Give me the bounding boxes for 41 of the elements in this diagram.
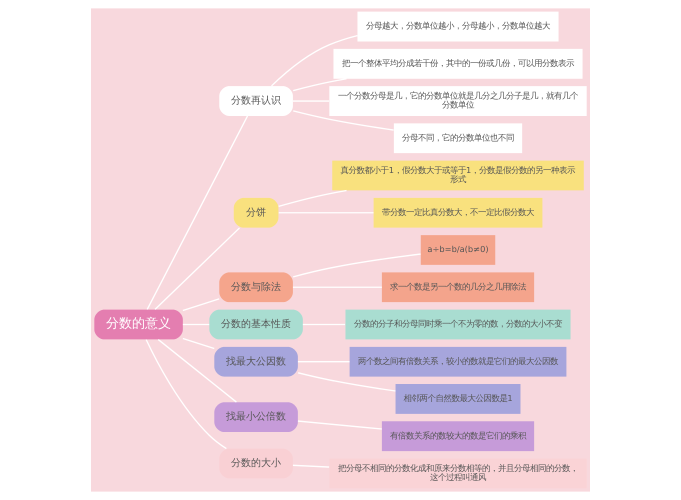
connector bbox=[298, 372, 396, 392]
connector bbox=[182, 338, 214, 350]
connector bbox=[292, 464, 330, 468]
node-box: 带分数一定比真分数大，不一定比假分数大 bbox=[374, 198, 542, 228]
connector bbox=[302, 324, 346, 326]
connector bbox=[278, 190, 347, 207]
node-box: 一个分数分母是几，它的分数单位就是几分之几分子是几，就有几个分数单位 bbox=[329, 86, 587, 116]
connector bbox=[298, 420, 382, 430]
node-box: 找最小公倍数 bbox=[214, 402, 298, 432]
node-box: 分数的基本性质 bbox=[209, 310, 303, 340]
connector bbox=[293, 110, 394, 131]
node-box: 分母不同，它的分数单位也不同 bbox=[394, 123, 522, 154]
connector bbox=[271, 34, 358, 86]
node-box: 分饼 bbox=[234, 198, 278, 228]
connector bbox=[158, 339, 237, 403]
node-box: 分数的分子和分母同时乘一个不为零的数，分数的大小不变 bbox=[345, 310, 571, 340]
node-box: 相邻两个自然数最大公因数是1 bbox=[396, 384, 520, 414]
connector bbox=[298, 361, 350, 362]
connector bbox=[292, 100, 330, 102]
node-box: a÷b=b/a(b≠0) bbox=[420, 235, 496, 265]
node-box: 分数与除法 bbox=[219, 272, 293, 302]
connector bbox=[154, 227, 240, 310]
node-box: 真分数都小于1，假分数大于或等于1，分数是假分数的另一种表示形式 bbox=[332, 160, 584, 190]
node-box: 分母越大，分数单位越小，分母越小，分数单位越大 bbox=[357, 12, 559, 42]
node-box: 找最大公因数 bbox=[214, 346, 298, 377]
node-box: 求一个数是另一个数的几分之几用除法 bbox=[382, 272, 534, 302]
node-box: 分数再认识 bbox=[219, 86, 293, 116]
connector bbox=[182, 324, 210, 326]
node-box: 把分母不相同的分数化成和原来分数相等的，并且分母相同的分数，这个过程叫通风 bbox=[329, 458, 587, 488]
connector bbox=[182, 298, 220, 312]
connector bbox=[146, 339, 227, 450]
node-box: 有倍数关系的数较大的数是它们的乘积 bbox=[382, 421, 534, 452]
connector bbox=[293, 78, 347, 92]
node-box: 两个数之间有倍数关系，较小的数就是它们的最大公因数 bbox=[350, 346, 566, 377]
connector bbox=[293, 253, 421, 278]
node-box: 把一个整体平均分成若干份，其中的一份或几份，可以用分数表示 bbox=[333, 48, 583, 79]
connector bbox=[146, 116, 248, 310]
node-box: 分数的意义 bbox=[94, 310, 183, 340]
node-box: 分数的大小 bbox=[219, 448, 293, 478]
connector bbox=[292, 286, 382, 288]
connector bbox=[278, 212, 374, 214]
